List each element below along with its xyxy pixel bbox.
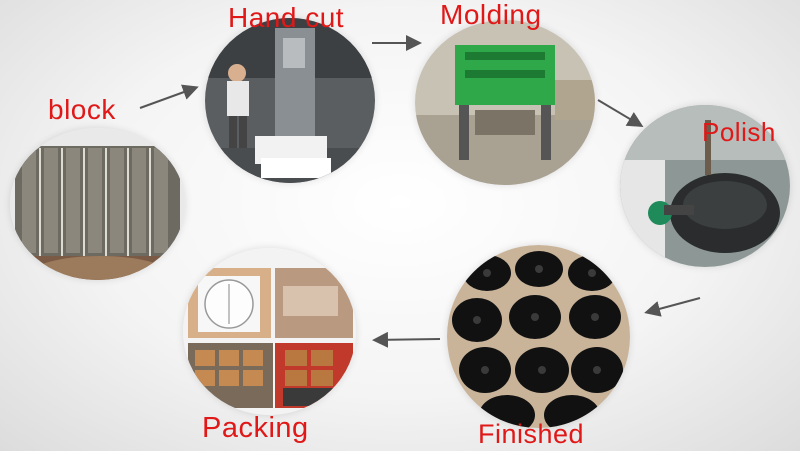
hand-cut-photo [205, 18, 375, 183]
arrow-block-to-handcut [139, 84, 199, 109]
arrow-finished-to-packing [372, 331, 441, 348]
label-polish: Polish [702, 117, 776, 147]
label-hand-cut: Hand cut [228, 2, 345, 33]
block-photo [10, 128, 185, 280]
label-packing: Packing [202, 412, 309, 444]
label-molding: Molding [440, 0, 542, 30]
packing-photo [183, 248, 356, 415]
arrow-molding-to-polish [597, 99, 644, 128]
finished-photo [447, 245, 630, 428]
arrow-polish-to-finished [644, 297, 701, 317]
label-finished: Finished [478, 419, 585, 449]
label-block: block [48, 94, 116, 125]
polish-photo [620, 105, 790, 267]
molding-photo [415, 20, 595, 185]
